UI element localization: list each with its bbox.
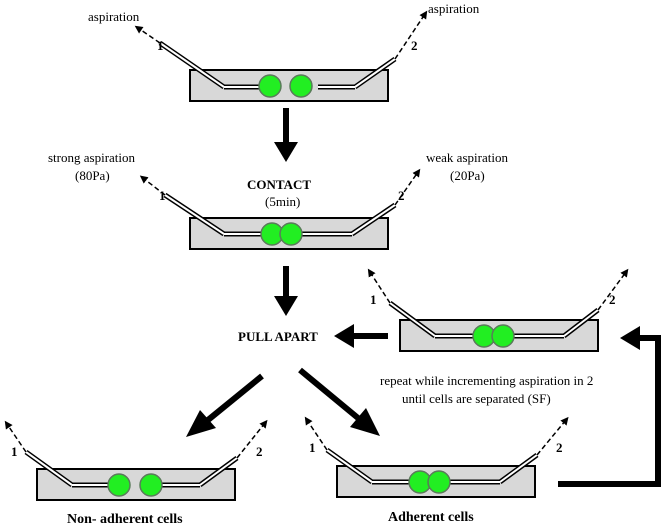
panel-initial: aspiration aspiration 1 2	[88, 1, 480, 102]
cell	[139, 473, 163, 497]
panel-contact: strong aspiration (80Pa) weak aspiration…	[48, 150, 508, 250]
label-repeat-line1: repeat while incrementing aspiration in …	[380, 373, 593, 388]
label-adherent: Adherent cells	[388, 510, 474, 525]
label-strong-aspiration: strong aspiration	[48, 150, 136, 165]
chamber	[36, 468, 236, 501]
pipette-number-1: 1	[309, 440, 316, 455]
cell	[107, 473, 131, 497]
pipette-2	[450, 416, 569, 485]
pipette-2	[302, 168, 421, 237]
cell	[279, 222, 303, 246]
label-strong-pressure: (80Pa)	[75, 168, 110, 183]
cell	[258, 74, 282, 98]
flow-arrow	[186, 373, 264, 437]
panel-adherent: 1 2 Adherent cells	[304, 416, 569, 525]
pipette-number-1: 1	[159, 188, 166, 203]
flow-arrow	[274, 108, 298, 162]
pipette-number-1: 1	[370, 292, 377, 307]
pipette-number-2: 2	[609, 292, 616, 307]
flow-arrow	[298, 367, 380, 436]
pipette-1	[367, 268, 474, 339]
label-contact-time: (5min)	[265, 194, 300, 209]
pipette-2	[162, 419, 268, 488]
pipette-number-2: 2	[256, 444, 263, 459]
cell	[289, 74, 313, 98]
flow-arrow	[334, 324, 388, 348]
pipette-1	[304, 416, 412, 485]
pipette-number-1: 1	[11, 444, 18, 459]
pipette-1	[4, 420, 109, 488]
label-pull-apart: PULL APART	[238, 329, 318, 344]
pipette-2	[318, 10, 428, 90]
label-repeat-line2: until cells are separated (SF)	[402, 391, 551, 406]
loop-back-arrow	[558, 326, 661, 487]
pipette-number-2: 2	[556, 440, 563, 455]
panel-non-adherent: 1 2 Non- adherent cells	[4, 419, 268, 527]
label-weak-aspiration: weak aspiration	[426, 150, 508, 165]
pipette-number-2: 2	[398, 188, 405, 203]
cell	[491, 324, 515, 348]
label-aspiration-left: aspiration	[88, 9, 140, 24]
label-weak-pressure: (20Pa)	[450, 168, 485, 183]
cell	[427, 470, 451, 494]
pipette-number-1: 1	[157, 38, 164, 53]
panel-repeat: 1 2	[367, 268, 629, 352]
pipette-1	[134, 25, 260, 90]
label-non-adherent: Non- adherent cells	[67, 512, 183, 527]
pipette-1	[139, 175, 262, 237]
pipette-2	[514, 268, 629, 339]
flow-arrow	[274, 266, 298, 316]
label-contact: CONTACT	[247, 177, 311, 192]
pipette-number-2: 2	[411, 38, 418, 53]
label-aspiration-right: aspiration	[428, 1, 480, 16]
